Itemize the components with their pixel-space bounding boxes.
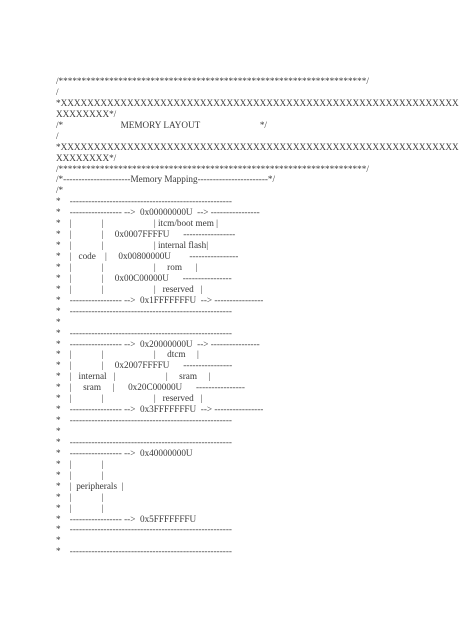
code-line: * | | 0x2007FFFFU ---------------- (56, 360, 233, 371)
code-line: * (56, 316, 61, 327)
code-line: * --------------------------------------… (56, 524, 232, 535)
code-line: * | code | 0x00800000U ---------------- (56, 251, 239, 261)
code-line: *XXXXXXXXXXXXXXXXXXXXXXXXXXXXXXXXXXXXXXX… (56, 141, 459, 152)
code-line: * | | | itcm/boot mem | (56, 218, 219, 229)
code-line: /* MEMORY LAYOUT */ (56, 119, 267, 130)
code-line: /*----------------------Memory Mapping--… (56, 174, 276, 185)
code-line: * ----------------- --> 0x1FFFFFFFU --> … (56, 294, 264, 305)
code-line: * | | 0x00C00000U ---------------- (56, 272, 232, 283)
code-line: * ----------------- --> 0x00000000U --> … (56, 207, 260, 218)
code-line: * | peripherals | (56, 480, 124, 491)
code-line: * | | | reserved | (56, 283, 203, 294)
code-line: XXXXXXXX*/ (56, 108, 117, 119)
code-line: * --------------------------------------… (56, 305, 232, 316)
code-line: * | | 0x0007FFFFU ----------------- (56, 229, 236, 240)
code-line: / (56, 86, 59, 97)
code-line: / (56, 130, 59, 141)
code-line: *XXXXXXXXXXXXXXXXXXXXXXXXXXXXXXXXXXXXXXX… (56, 97, 459, 108)
code-line: /* (56, 185, 64, 196)
code-line: * ----------------- --> 0x5FFFFFFFU (56, 513, 197, 524)
code-line: * | internal | | sram | (56, 371, 211, 382)
code-line: * (56, 535, 61, 546)
memory-layout-code-block: /***************************************… (56, 76, 466, 557)
code-line: * | | (56, 502, 104, 513)
code-line: * | | (56, 469, 104, 480)
code-line: * | | (56, 491, 104, 502)
code-line: * ----------------- --> 0x3FFFFFFFU --> … (56, 404, 264, 415)
code-line: * --------------------------------------… (56, 327, 232, 338)
code-line: * --------------------------------------… (56, 436, 232, 447)
code-line: * ----------------- --> 0x20000000U --> … (56, 338, 260, 349)
code-line: * ----------------- --> 0x40000000U (56, 447, 193, 458)
code-line: * | | (56, 458, 104, 469)
code-line: * | | | reserved | (56, 393, 203, 404)
code-line: * | | | rom | (56, 261, 198, 272)
code-line: * (56, 426, 61, 436)
code-line: /***************************************… (56, 76, 369, 86)
code-line: * | | | dtcm | (56, 349, 199, 360)
code-line: * --------------------------------------… (56, 415, 232, 426)
code-line: XXXXXXXX*/ (56, 152, 117, 163)
code-line: * | | | internal flash| (56, 240, 209, 251)
code-line: * --------------------------------------… (56, 196, 232, 207)
code-line: * | sram | 0x20C00000U ---------------- (56, 382, 245, 393)
code-line: /***************************************… (56, 163, 369, 174)
code-line: * --------------------------------------… (56, 546, 232, 557)
